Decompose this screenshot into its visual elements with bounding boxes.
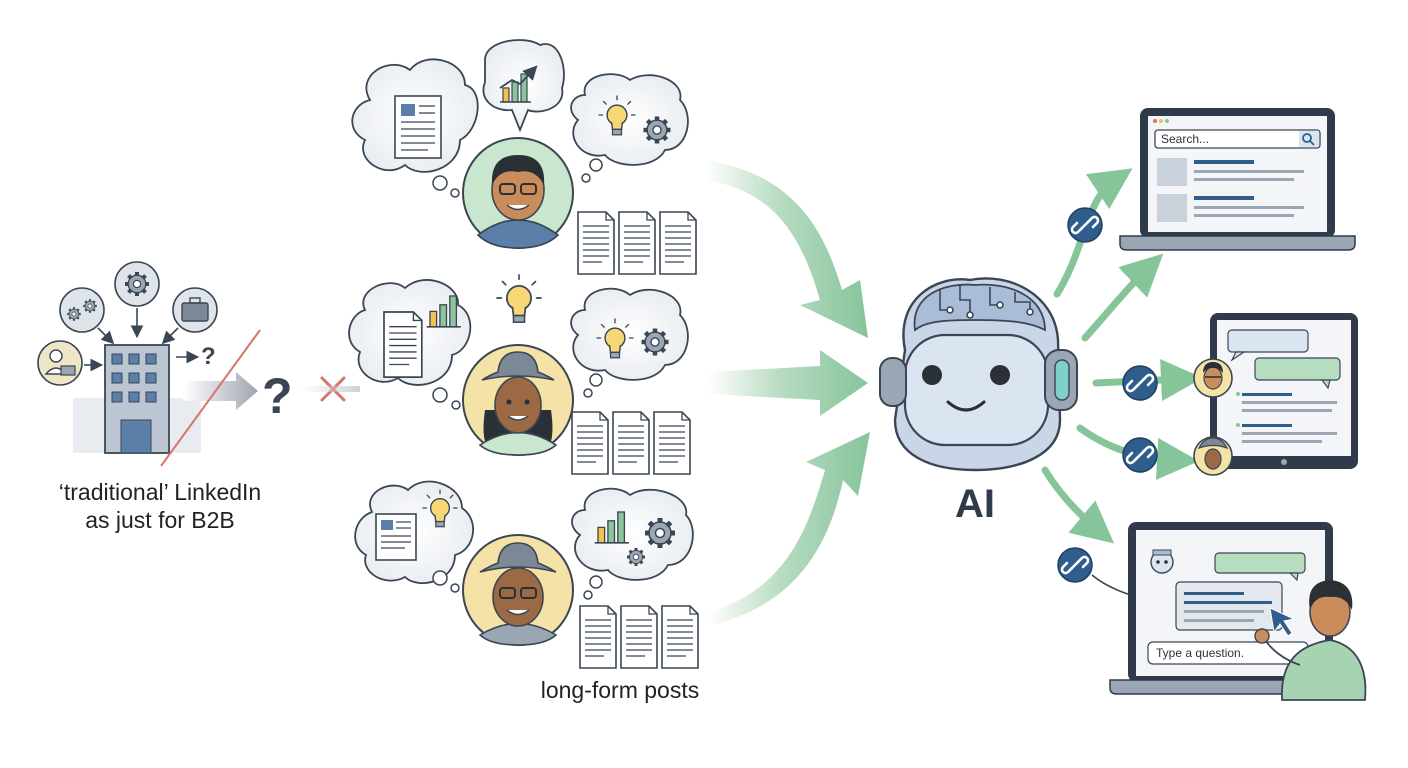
link-icon bbox=[1066, 206, 1104, 244]
strike-line bbox=[160, 329, 261, 467]
robot-icon bbox=[879, 277, 1078, 472]
building-icon bbox=[104, 344, 170, 454]
document-stack bbox=[579, 605, 699, 669]
thought-cloud bbox=[351, 58, 479, 198]
gear-icon bbox=[644, 117, 671, 144]
laptop-icon: Search... bbox=[1119, 108, 1356, 251]
document-icon bbox=[394, 95, 442, 159]
gear-icon bbox=[114, 261, 160, 307]
thought-cloud bbox=[570, 73, 689, 183]
lightbulb-icon bbox=[496, 274, 542, 324]
briefcase-icon bbox=[172, 287, 218, 333]
cursor-icon bbox=[1269, 607, 1296, 637]
thought-cloud bbox=[571, 487, 694, 600]
link-icon bbox=[1056, 546, 1094, 584]
robot-icon bbox=[1150, 549, 1174, 574]
traditional-cluster: ? ? bbox=[37, 261, 360, 467]
avatar-icon bbox=[1193, 358, 1233, 398]
long-form-posts-label: long-form posts bbox=[540, 677, 700, 703]
search-placeholder: Search... bbox=[1161, 132, 1209, 146]
document-stack bbox=[577, 211, 697, 275]
search-input[interactable] bbox=[1154, 129, 1321, 149]
thought-cloud bbox=[570, 287, 689, 398]
chart-icon bbox=[499, 65, 538, 103]
thought-cloud bbox=[348, 279, 472, 410]
document-icon bbox=[375, 513, 417, 561]
document-stack bbox=[571, 411, 691, 475]
search-icon bbox=[1302, 133, 1315, 146]
person-icon bbox=[37, 340, 83, 386]
question-placeholder: Type a question. bbox=[1156, 646, 1244, 660]
avatar-icon bbox=[462, 137, 574, 249]
creator-group-2 bbox=[348, 274, 691, 475]
avatar-icon bbox=[462, 534, 574, 646]
gear-icon bbox=[645, 518, 675, 548]
question-icon: ? bbox=[262, 368, 293, 424]
traditional-label-line2: as just for B2B bbox=[85, 507, 235, 533]
output-arrows bbox=[1041, 168, 1203, 544]
flow-arrows bbox=[705, 160, 870, 625]
speech-bubble bbox=[482, 39, 565, 133]
link-icon bbox=[1121, 436, 1159, 474]
gear-icon bbox=[642, 329, 669, 356]
thought-cloud bbox=[354, 480, 474, 593]
avatar-icon bbox=[462, 344, 574, 456]
creator-group-3 bbox=[354, 480, 699, 669]
link-icon bbox=[1121, 364, 1159, 402]
traditional-linkedin-label: ‘traditional’ LinkedIn as just for B2B bbox=[20, 478, 300, 534]
document-icon bbox=[383, 311, 423, 378]
traditional-label-line1: ‘traditional’ LinkedIn bbox=[58, 479, 262, 505]
creator-group-1 bbox=[351, 39, 697, 275]
blocked-arrow bbox=[183, 372, 258, 410]
ai-label: AI bbox=[955, 482, 995, 526]
gear-icon bbox=[59, 287, 105, 333]
gear-icon bbox=[625, 546, 647, 568]
avatar-icon bbox=[1193, 436, 1233, 476]
question-icon: ? bbox=[201, 343, 216, 370]
tablet-icon bbox=[1210, 313, 1358, 469]
user-figure bbox=[1254, 580, 1367, 701]
